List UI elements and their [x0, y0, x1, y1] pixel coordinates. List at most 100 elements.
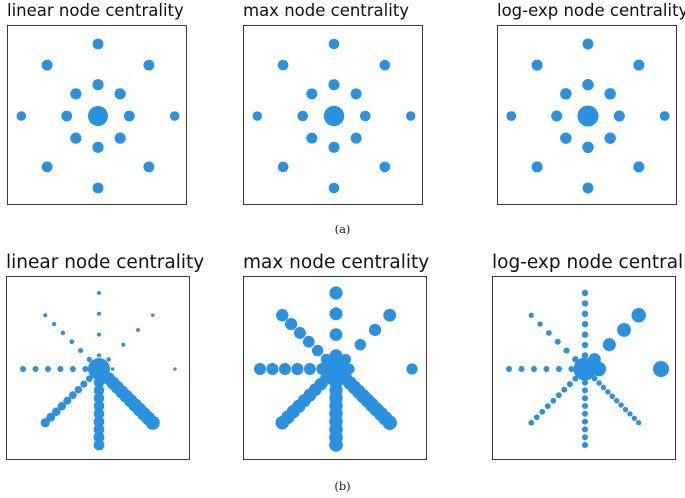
- node-marker: [277, 161, 289, 173]
- node-marker: [92, 182, 104, 194]
- node-marker: [328, 38, 340, 50]
- node-marker: [92, 38, 104, 50]
- node-marker: [543, 366, 550, 372]
- node-marker: [506, 366, 512, 372]
- panel-b-max: max node centrality: [243, 252, 430, 460]
- node-marker: [93, 424, 105, 435]
- node-marker: [285, 318, 298, 331]
- node-marker: [531, 59, 543, 71]
- node-marker: [70, 88, 82, 100]
- node-marker: [297, 110, 308, 122]
- plot-axes: [492, 276, 676, 460]
- node-marker: [581, 310, 589, 317]
- node-marker: [546, 330, 552, 336]
- node-marker: [277, 59, 289, 71]
- node-marker: [114, 132, 126, 144]
- node-marker: [51, 321, 57, 327]
- node-marker: [143, 59, 155, 71]
- node-marker: [93, 392, 105, 404]
- scatter-canvas: [506, 38, 670, 194]
- node-marker: [627, 411, 633, 417]
- node-marker: [633, 59, 645, 71]
- node-marker: [252, 111, 262, 121]
- node-marker: [68, 391, 77, 400]
- node-marker: [602, 338, 616, 352]
- node-marker: [93, 400, 105, 412]
- node-marker: [533, 414, 540, 421]
- node-marker: [97, 332, 101, 337]
- node-marker: [69, 339, 75, 345]
- node-marker: [63, 396, 72, 405]
- node-marker: [293, 326, 306, 339]
- figure-row-a: linear node centrality max node centrali…: [0, 0, 685, 240]
- node-marker: [653, 361, 669, 377]
- node-marker: [70, 132, 82, 144]
- panel-title: max node centrality: [243, 252, 430, 273]
- node-marker: [86, 356, 92, 362]
- node-marker: [544, 403, 551, 410]
- node-marker: [329, 328, 343, 341]
- node-marker: [32, 366, 39, 372]
- node-marker: [613, 397, 620, 404]
- panel-title: max node centrality: [243, 1, 410, 20]
- scatter-canvas: [254, 286, 418, 452]
- plot-axes: [243, 276, 427, 460]
- node-marker: [636, 420, 642, 426]
- node-marker: [57, 402, 66, 411]
- node-marker: [276, 309, 289, 322]
- node-marker: [93, 416, 105, 427]
- node-marker: [617, 323, 631, 337]
- node-marker: [560, 88, 572, 100]
- node-marker: [555, 392, 562, 399]
- node-marker: [311, 344, 324, 357]
- node-marker: [328, 182, 340, 194]
- node-marker: [582, 434, 588, 441]
- node-marker: [60, 330, 66, 336]
- hub-node-marker: [577, 105, 599, 127]
- node-marker: [302, 335, 315, 348]
- node-marker: [604, 88, 616, 100]
- node-marker: [613, 110, 625, 122]
- node-marker: [275, 415, 290, 430]
- node-marker: [581, 300, 589, 307]
- scatter-canvas: [252, 38, 416, 194]
- node-marker: [350, 88, 362, 100]
- node-marker: [328, 141, 340, 153]
- node-marker: [581, 289, 589, 297]
- subfigure-caption-b: (b): [334, 479, 351, 493]
- panel-a-logexp: log-exp node centrality: [497, 2, 685, 205]
- node-marker: [539, 408, 546, 415]
- node-marker: [136, 328, 140, 332]
- node-marker: [254, 363, 266, 375]
- node-marker: [44, 366, 51, 372]
- node-marker: [582, 426, 588, 433]
- node-marker: [143, 161, 155, 173]
- node-marker: [406, 111, 416, 121]
- node-marker: [173, 367, 177, 371]
- node-marker: [551, 110, 563, 122]
- node-marker: [97, 353, 101, 358]
- node-marker: [57, 366, 64, 372]
- node-marker: [604, 132, 616, 144]
- node-marker: [561, 386, 568, 393]
- node-marker: [382, 415, 397, 430]
- node-marker: [406, 363, 418, 375]
- node-marker: [350, 132, 362, 144]
- node-marker: [582, 410, 588, 417]
- node-marker: [581, 341, 589, 349]
- node-marker: [600, 384, 607, 391]
- node-marker: [618, 402, 624, 408]
- node-marker: [82, 366, 89, 372]
- node-marker: [78, 348, 84, 354]
- scatter-canvas: [506, 289, 669, 448]
- node-marker: [550, 397, 557, 404]
- node-marker: [582, 395, 588, 402]
- node-marker: [123, 110, 135, 122]
- node-marker: [20, 366, 26, 372]
- node-marker: [528, 419, 535, 426]
- node-marker: [560, 132, 572, 144]
- node-marker: [582, 79, 594, 91]
- node-marker: [329, 286, 343, 300]
- node-marker: [114, 88, 126, 100]
